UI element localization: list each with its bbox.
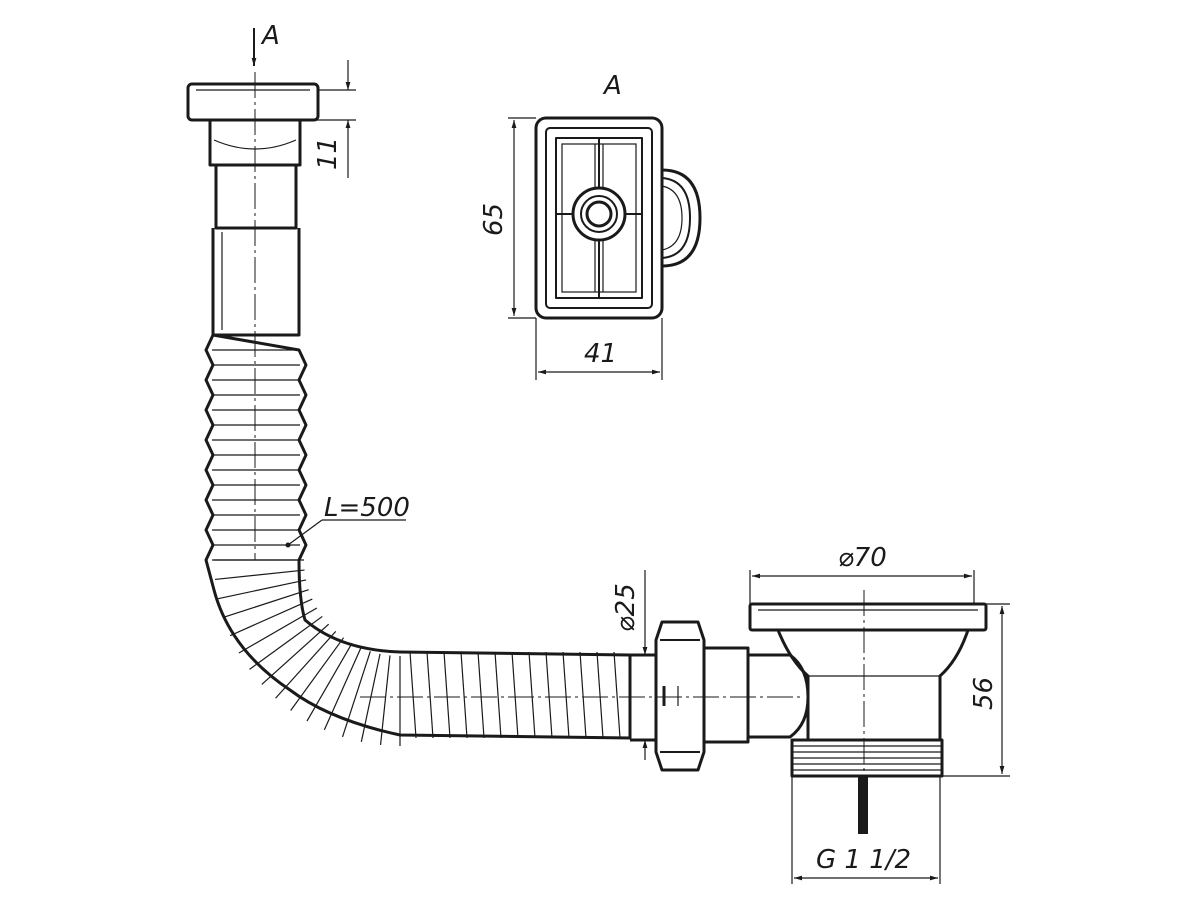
dim-grate-height: 65 xyxy=(479,117,536,319)
overflow-head xyxy=(186,82,320,337)
dim-pipe-diameter: ⌀25 xyxy=(611,570,648,760)
dim-pipe-diameter-label: ⌀25 xyxy=(611,583,641,632)
union-nut xyxy=(630,620,706,772)
corrugated-hose xyxy=(204,333,632,746)
hose-rib xyxy=(229,598,313,637)
hose-rib xyxy=(426,651,434,739)
hose-rib xyxy=(494,651,502,739)
dim-strainer-height: 56 xyxy=(942,603,1010,777)
dim-strainer-height-label: 56 xyxy=(969,677,999,710)
hose-rib xyxy=(511,651,519,739)
hose-rib xyxy=(214,569,305,581)
hose-rib xyxy=(360,653,381,743)
hose-rib xyxy=(460,651,468,739)
dim-hose-length-label: L=500 xyxy=(324,493,410,523)
hose-rib xyxy=(323,647,362,731)
hose-rib xyxy=(222,589,309,619)
hose-rib xyxy=(249,615,323,670)
dim-strainer-diameter: ⌀70 xyxy=(749,543,975,604)
dim-thread: G 1 1/2 xyxy=(791,776,941,884)
dim-strainer-diameter-label: ⌀70 xyxy=(838,543,887,573)
dim-thread-label: G 1 1/2 xyxy=(816,845,911,875)
hose-rib xyxy=(238,607,318,654)
hose-rib xyxy=(562,651,570,739)
hose-rib xyxy=(477,651,485,739)
view-label: A xyxy=(260,21,280,51)
view-arrow: A xyxy=(251,21,280,66)
dim-grate-width: 41 xyxy=(535,318,663,380)
hose-rib xyxy=(579,651,587,739)
dim-top-height-label: 11 xyxy=(313,137,343,170)
hose-rib xyxy=(443,651,451,739)
dim-top-height: 11 xyxy=(306,60,356,178)
strainer-body xyxy=(748,602,988,834)
hose-rib xyxy=(613,651,621,739)
dim-grate-width-label: 41 xyxy=(584,339,617,369)
hose-rib xyxy=(528,651,536,739)
hose-rib xyxy=(290,637,345,711)
hose-rib xyxy=(596,651,604,739)
hose-rib xyxy=(261,623,330,685)
hose-rib xyxy=(409,651,417,739)
view-a-title: A xyxy=(602,71,622,101)
hose-rib xyxy=(306,642,353,722)
hose-rib xyxy=(545,651,553,739)
hose-rib xyxy=(217,579,307,600)
dim-grate-height-label: 65 xyxy=(479,203,509,236)
hose-rib xyxy=(275,630,337,699)
hose-rib xyxy=(341,651,371,738)
view-a: A xyxy=(534,71,702,320)
elbow-connector xyxy=(704,646,810,744)
hose-rib xyxy=(379,655,391,746)
dim-hose-length: L=500 xyxy=(285,493,410,548)
